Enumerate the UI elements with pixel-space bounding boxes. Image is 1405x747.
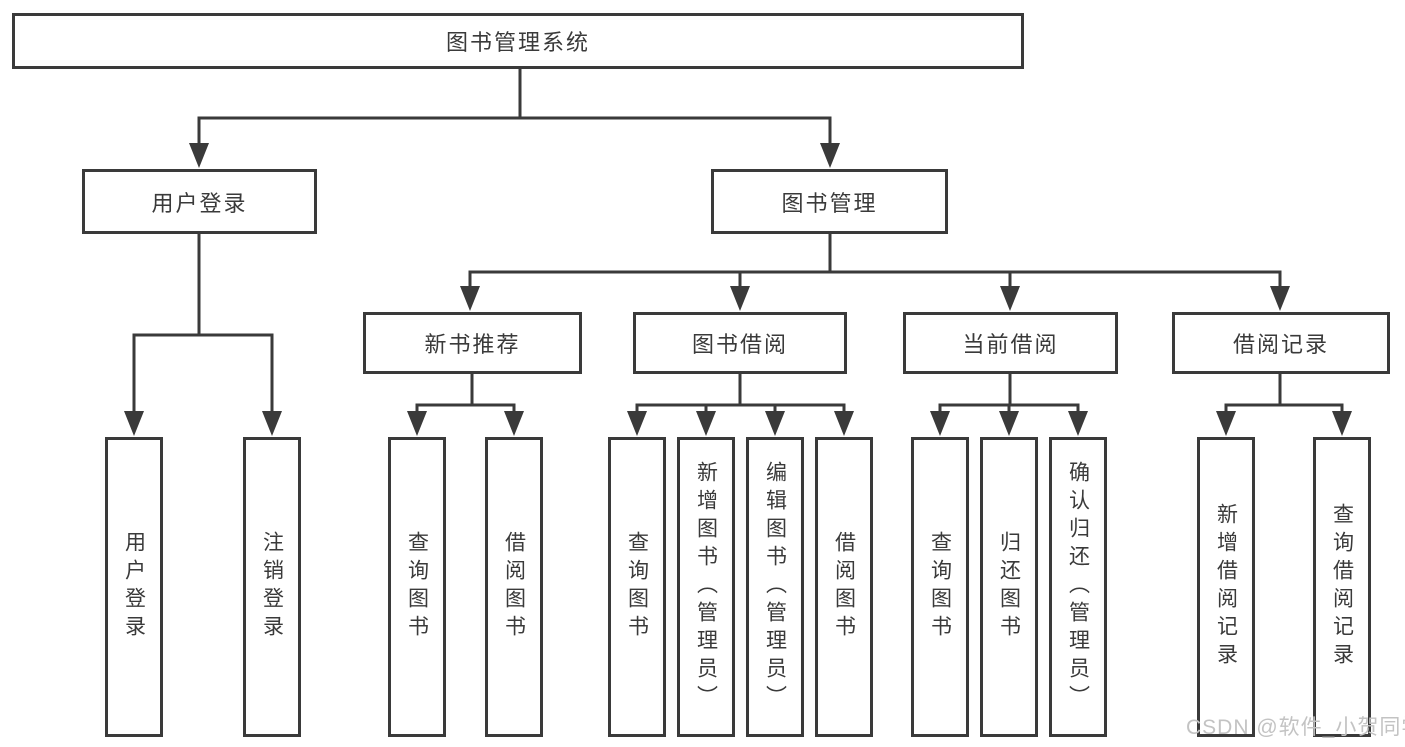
leaf-current-query-books: 查询图书 [911,437,969,737]
node-label: 用户登录 [151,190,248,216]
leaf-add-books-admin: 新增图书（管理员） [677,437,735,737]
leaf-label: 查询图书 [625,531,649,643]
edge-borrow-to-leaves [627,372,854,436]
edge-book-management-to-level3 [460,232,1290,311]
leaf-label: 查询借阅记录 [1330,503,1354,671]
node-label: 图书管理 [781,190,878,216]
leaf-label: 查询图书 [405,531,429,643]
leaf-query-borrow-record: 查询借阅记录 [1313,437,1371,737]
edge-user-login-to-leaves [124,232,282,436]
leaf-recommend-query-books: 查询图书 [388,437,446,737]
node-book-borrowing: 图书借阅 [633,312,847,374]
edge-root-to-level2 [189,65,840,168]
leaf-return-books: 归还图书 [980,437,1038,737]
leaf-label: 新增借阅记录 [1214,503,1238,671]
leaf-label: 编辑图书（管理员） [763,461,787,713]
leaf-confirm-return-admin: 确认归还（管理员） [1049,437,1107,737]
leaf-label: 注销登录 [260,531,284,643]
leaf-label: 查询图书 [928,531,952,643]
leaf-borrow-query-books: 查询图书 [608,437,666,737]
node-borrowing-records: 借阅记录 [1172,312,1390,374]
leaf-label: 用户登录 [122,531,146,643]
node-label: 当前借阅 [962,332,1059,357]
edge-recommend-to-leaves [407,372,524,436]
edge-records-to-leaves [1216,372,1352,436]
leaf-recommend-borrow-books: 借阅图书 [485,437,543,737]
leaf-borrow-borrow-books: 借阅图书 [815,437,873,737]
node-current-borrowing: 当前借阅 [903,312,1118,374]
node-label: 借阅记录 [1232,332,1329,357]
node-user-login: 用户登录 [82,169,317,234]
node-label: 新书推荐 [424,332,521,357]
leaf-add-borrow-record: 新增借阅记录 [1197,437,1255,737]
leaf-edit-books-admin: 编辑图书（管理员） [746,437,804,737]
leaf-label: 借阅图书 [832,531,856,643]
leaf-user-login: 用户登录 [105,437,163,737]
node-library-management-system: 图书管理系统 [12,13,1024,69]
node-new-book-recommendation: 新书推荐 [363,312,582,374]
leaf-label: 新增图书（管理员） [694,461,718,713]
node-label: 图书借阅 [691,332,788,357]
leaf-label: 确认归还（管理员） [1066,461,1090,713]
leaf-label: 归还图书 [997,531,1021,643]
csdn-watermark: CSDN @软件_小贺同学 [1186,716,1405,739]
node-label: 图书管理系统 [445,30,590,55]
leaf-label: 借阅图书 [502,531,526,643]
node-book-management: 图书管理 [711,169,948,234]
edge-current-to-leaves [930,372,1088,436]
leaf-logout: 注销登录 [243,437,301,737]
